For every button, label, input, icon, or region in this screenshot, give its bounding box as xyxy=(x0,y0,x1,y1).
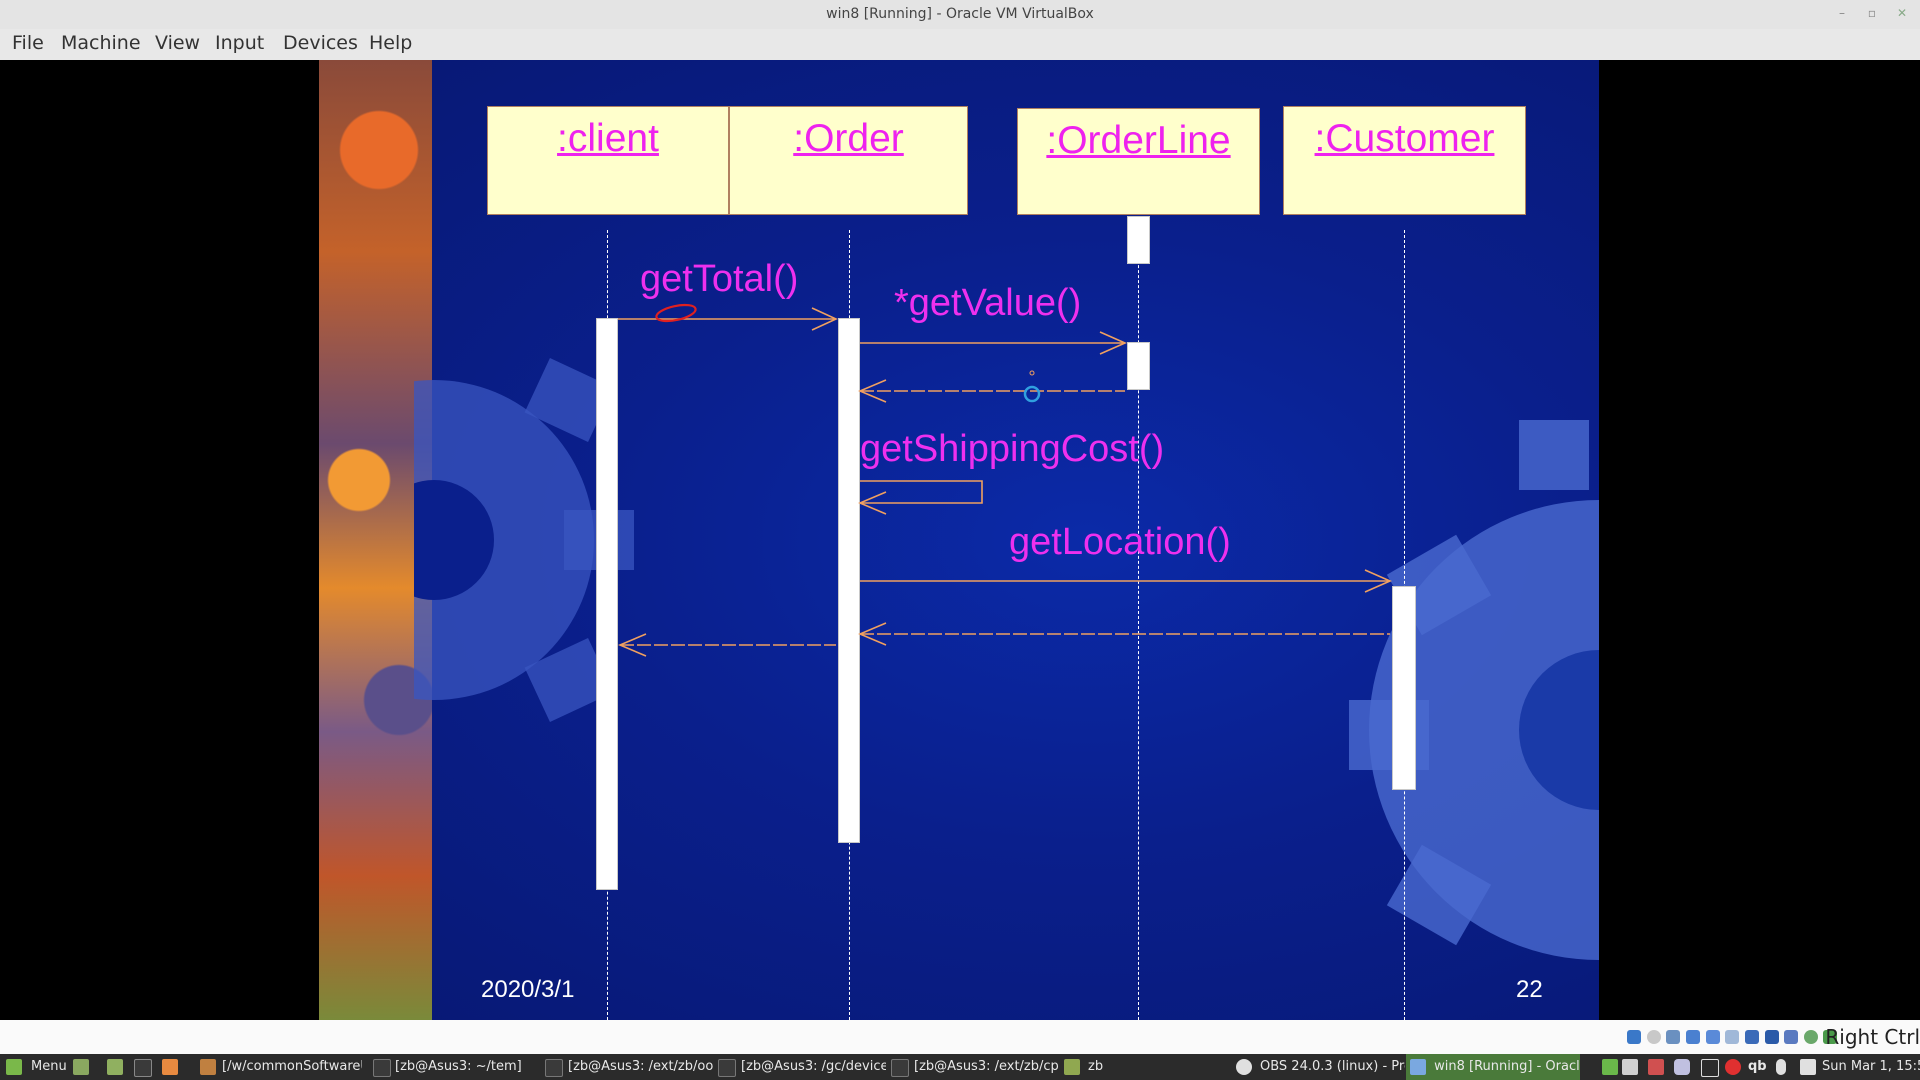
object-box-customer: :Customer xyxy=(1283,106,1526,215)
shared-folders-icon[interactable] xyxy=(1725,1030,1739,1044)
taskbar-item[interactable]: [zb@Asus3: /ext/zb/ood... xyxy=(568,1059,713,1074)
terminal-icon xyxy=(718,1059,736,1077)
screenshot-icon[interactable] xyxy=(1648,1059,1664,1075)
taskbar-menu-button[interactable]: Menu xyxy=(31,1059,67,1074)
obs-icon xyxy=(1236,1059,1252,1075)
keyboard-icon[interactable] xyxy=(1823,1030,1837,1044)
activation-orderline-top xyxy=(1127,216,1150,264)
files-icon[interactable] xyxy=(107,1059,123,1075)
vm-status-bar: Right Ctrl xyxy=(0,1020,1920,1054)
cpu-icon[interactable] xyxy=(1784,1030,1798,1044)
menu-help[interactable]: Help xyxy=(369,32,413,54)
vm-display[interactable]: :client :Order :OrderLine :Customer xyxy=(0,60,1920,1020)
message-get-shipping-cost: getShippingCost() xyxy=(860,428,1165,470)
menu-machine[interactable]: Machine xyxy=(61,32,141,54)
task-icon xyxy=(200,1059,216,1075)
menu-bar: File Machine View Input Devices Help xyxy=(0,29,1920,60)
terminal-icon xyxy=(545,1059,563,1077)
activation-order xyxy=(838,318,860,843)
object-box-orderline: :OrderLine xyxy=(1017,108,1260,215)
taskbar-item[interactable]: zb xyxy=(1088,1059,1104,1074)
window-title-bar: win8 [Running] - Oracle VM VirtualBox – … xyxy=(0,0,1920,29)
taskbar-item-label: win8 [Running] - Oracle ... xyxy=(1434,1059,1580,1074)
volume-icon[interactable] xyxy=(1800,1059,1816,1075)
menu-file[interactable]: File xyxy=(12,32,44,54)
presentation-slide: :client :Order :OrderLine :Customer xyxy=(319,60,1599,1020)
object-label-customer: :Customer xyxy=(1314,117,1495,160)
optical-drive-icon[interactable] xyxy=(1647,1030,1661,1044)
message-get-value: *getValue() xyxy=(894,282,1082,324)
network-icon[interactable] xyxy=(1686,1030,1700,1044)
minimize-button[interactable]: – xyxy=(1839,6,1845,20)
message-get-total: getTotal() xyxy=(640,258,799,300)
virtualbox-icon xyxy=(1410,1059,1426,1075)
activation-orderline xyxy=(1127,342,1150,390)
mouse-integration-icon[interactable] xyxy=(1804,1030,1818,1044)
video-capture-icon[interactable] xyxy=(1765,1030,1779,1044)
gear-decoration-left xyxy=(414,358,634,722)
lifeline-orderline xyxy=(1138,230,1139,1020)
usb-icon[interactable] xyxy=(1706,1030,1720,1044)
display-icon[interactable] xyxy=(1745,1030,1759,1044)
activation-customer xyxy=(1392,586,1416,790)
shield-icon[interactable] xyxy=(1674,1059,1690,1075)
obs-tray-icon[interactable] xyxy=(1725,1059,1741,1075)
menu-devices[interactable]: Devices xyxy=(283,32,358,54)
notifications-icon[interactable] xyxy=(1701,1059,1719,1077)
object-box-order: :Order xyxy=(729,106,968,215)
window-title: win8 [Running] - Oracle VM VirtualBox xyxy=(826,6,1094,22)
object-box-client: :client xyxy=(487,106,729,215)
menu-view[interactable]: View xyxy=(155,32,201,54)
taskbar-item[interactable]: [/w/commonSoftwareU... xyxy=(222,1059,362,1074)
terminal-launcher-icon[interactable] xyxy=(134,1059,152,1077)
menu-input[interactable]: Input xyxy=(215,32,265,54)
microphone-icon[interactable] xyxy=(1776,1059,1786,1075)
host-key-label: Right Ctrl xyxy=(1825,1025,1920,1049)
show-desktop-icon[interactable] xyxy=(73,1059,89,1075)
slide-date: 2020/3/1 xyxy=(481,976,575,1003)
taskbar-item[interactable]: [zb@Asus3: /ext/zb/cpp... xyxy=(914,1059,1059,1074)
firefox-launcher-icon[interactable] xyxy=(162,1059,178,1075)
taskbar-item-active[interactable]: win8 [Running] - Oracle ... xyxy=(1406,1054,1580,1080)
reader-icon[interactable] xyxy=(1622,1059,1638,1075)
restore-button[interactable]: ▫ xyxy=(1867,6,1877,20)
taskbar-item[interactable]: OBS 24.0.3 (linux) - Prof... xyxy=(1260,1059,1405,1074)
object-label-order: :Order xyxy=(793,117,904,160)
mint-menu-icon[interactable] xyxy=(6,1059,22,1075)
hard-disk-icon[interactable] xyxy=(1627,1030,1641,1044)
taskbar-item[interactable]: [zb@Asus3: ~/tem] xyxy=(395,1059,522,1074)
close-button[interactable]: ✕ xyxy=(1896,6,1908,20)
taskbar-item[interactable]: [zb@Asus3: /gc/device/... xyxy=(741,1059,886,1074)
folder-icon xyxy=(1064,1059,1080,1075)
terminal-icon xyxy=(373,1059,391,1077)
send-icon[interactable] xyxy=(1602,1059,1618,1075)
message-get-location: getLocation() xyxy=(1009,521,1231,563)
message-arrows xyxy=(617,303,1392,657)
clock[interactable]: Sun Mar 1, 15:58 xyxy=(1822,1059,1920,1074)
terminal-icon xyxy=(891,1059,909,1077)
taskbar: Menu [/w/commonSoftwareU... [zb@Asus3: ~… xyxy=(0,1054,1920,1080)
activation-client xyxy=(596,318,618,890)
slide-page-number: 22 xyxy=(1516,976,1543,1003)
object-label-orderline: :OrderLine xyxy=(1046,119,1231,162)
audio-icon[interactable] xyxy=(1666,1030,1680,1044)
gear-decoration-right xyxy=(1349,420,1599,960)
tray-qb[interactable]: qb xyxy=(1748,1059,1767,1074)
object-label-client: :client xyxy=(557,117,659,160)
